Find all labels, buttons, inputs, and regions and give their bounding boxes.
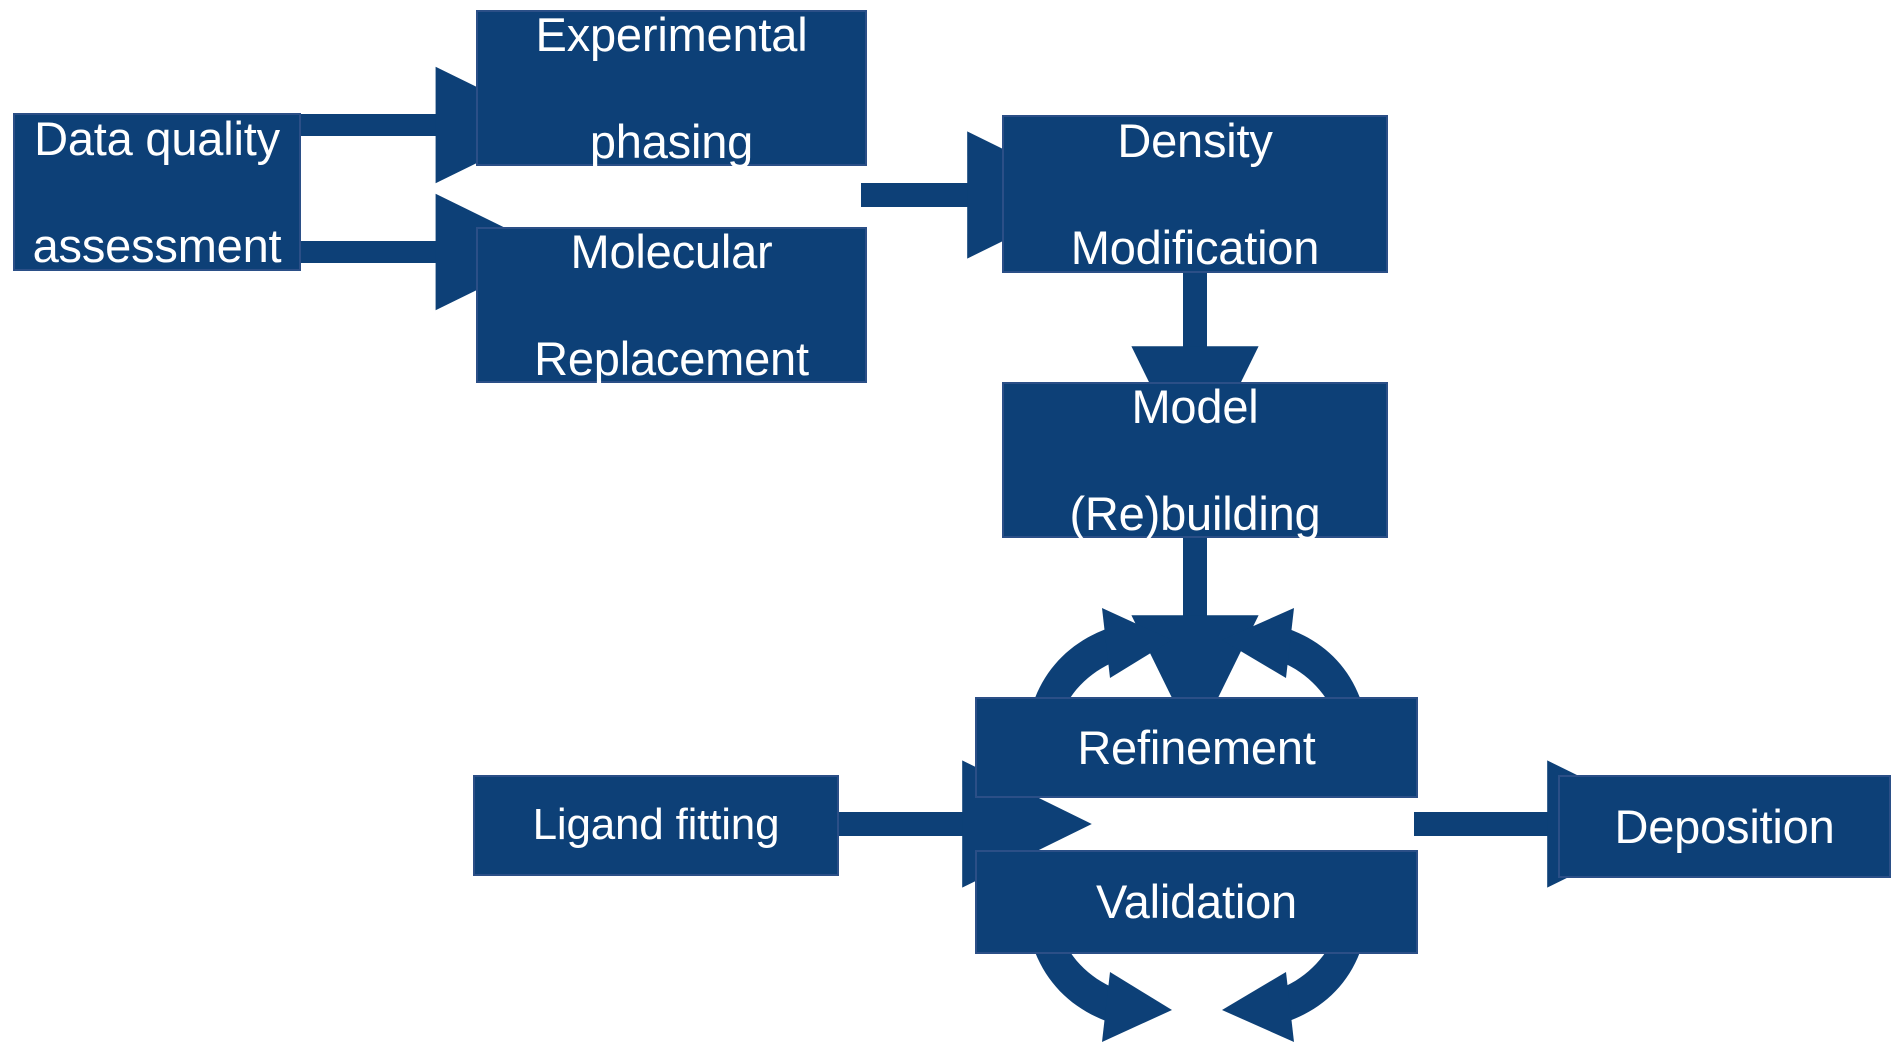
node-model-rebuilding[interactable]: Model (Re)building (1002, 380, 1388, 541)
node-refinement[interactable]: Refinement (975, 697, 1418, 798)
node-deposition[interactable]: Deposition (1558, 775, 1891, 878)
label-line-1: Model (1131, 379, 1259, 433)
node-deposition-label: Deposition (1614, 799, 1835, 853)
label-line-1: Molecular (570, 224, 773, 278)
node-validation[interactable]: Validation (975, 850, 1418, 954)
label-line-1: Data quality (34, 111, 280, 165)
node-experimental-phasing[interactable]: Experimental phasing (476, 8, 867, 169)
label-line-2: Modification (1070, 220, 1320, 274)
node-experimental-phasing-label: Experimental phasing (520, 8, 824, 169)
node-data-quality-assessment[interactable]: Data quality assessment (13, 112, 301, 273)
label-line-2: (Re)building (1069, 486, 1321, 540)
node-validation-label: Validation (1096, 875, 1297, 929)
node-model-rebuilding-label: Model (Re)building (1053, 380, 1336, 541)
label-line-1: Experimental (535, 7, 808, 61)
node-ligand-fitting-label: Ligand fitting (532, 800, 780, 850)
label-line-1: Density (1117, 113, 1273, 167)
cycle-arc-bottom-right-icon (1222, 937, 1360, 1042)
label-line-2: assessment (32, 218, 282, 272)
node-refinement-label: Refinement (1077, 720, 1316, 774)
node-data-quality-assessment-label: Data quality assessment (17, 112, 298, 273)
label-line-2: phasing (589, 114, 754, 168)
node-ligand-fitting[interactable]: Ligand fitting (473, 775, 839, 876)
label-line-2: Replacement (534, 331, 809, 385)
cycle-arc-bottom-left-icon (1035, 937, 1172, 1042)
